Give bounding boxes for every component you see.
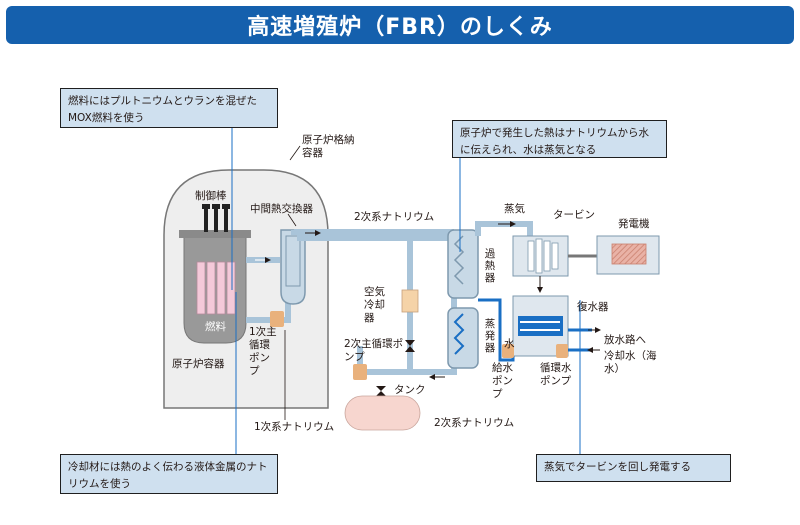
heat-callout: 原子炉で発生した熱はナトリウムから水に伝えられ、水は蒸気となる (452, 120, 667, 158)
label-secondary-sodium-bottom: 2次系ナトリウム (434, 417, 515, 429)
label-evaporator: 蒸発器 (484, 318, 496, 354)
label-generator: 発電機 (618, 218, 650, 230)
fuel-callout: 燃料にはプルトニウムとウランを混ぜたMOX燃料を使う (60, 88, 278, 128)
label-water: 水 (504, 338, 515, 350)
tank-valve-icon (376, 386, 386, 396)
label-ihx: 中間熱交換器 (250, 203, 313, 215)
control-rods (202, 204, 230, 232)
label-air-cooler: 空気冷却器 (364, 286, 385, 324)
label-feedwater-pump: 給水ポンプ (492, 362, 513, 400)
label-steam: 蒸気 (504, 203, 525, 215)
callout-leaders (231, 128, 581, 454)
steam-line (475, 221, 533, 236)
superheater (447, 229, 479, 299)
label-secondary-sodium-top: 2次系ナトリウム (354, 211, 435, 223)
label-secondary-pump: 2次主循環ポンプ (344, 338, 404, 363)
evaporator (447, 307, 479, 369)
valve-icon (405, 340, 415, 352)
coolant-callout: 冷却材には熱のよく伝わる液体金属のナトリウムを使う (60, 454, 278, 494)
label-primary-pump: 1次主循環ポンプ (249, 326, 277, 377)
label-turbine: タービン (553, 209, 595, 221)
label-circulating-pump: 循環水ポンプ (540, 362, 572, 387)
label-discharge: 放水路へ (604, 334, 646, 346)
secondary-sodium-loop (291, 229, 457, 375)
label-condenser: 復水器 (577, 301, 609, 313)
intermediate-heat-exchanger (280, 229, 306, 305)
label-control-rods: 制御棒 (195, 190, 227, 202)
label-tank: タンク (394, 384, 426, 396)
title-bar: 高速増殖炉（FBR）のしくみ (6, 6, 794, 44)
label-superheater: 過熱器 (484, 248, 496, 284)
reactor-vessel-lid (179, 230, 251, 238)
feedwater-pump (502, 344, 514, 358)
turbine-blades (527, 238, 559, 274)
air-cooler (401, 289, 419, 313)
label-cooling-water: 冷却水（海水） (604, 350, 657, 375)
page-title: 高速増殖炉（FBR）のしくみ (247, 15, 553, 40)
label-containment-vessel: 原子炉格納容器 (302, 134, 355, 159)
secondary-pump (353, 364, 367, 380)
circulating-pump (556, 344, 568, 358)
label-fuel: 燃料 (205, 321, 226, 333)
tank (344, 395, 421, 431)
turbine-callout: 蒸気でタービンを回し発電する (536, 454, 731, 482)
label-primary-sodium: 1次系ナトリウム (254, 421, 335, 433)
generator (596, 235, 660, 275)
primary-pump (270, 311, 284, 327)
label-reactor-vessel: 原子炉容器 (172, 358, 225, 370)
fuel-assemblies (196, 261, 236, 315)
